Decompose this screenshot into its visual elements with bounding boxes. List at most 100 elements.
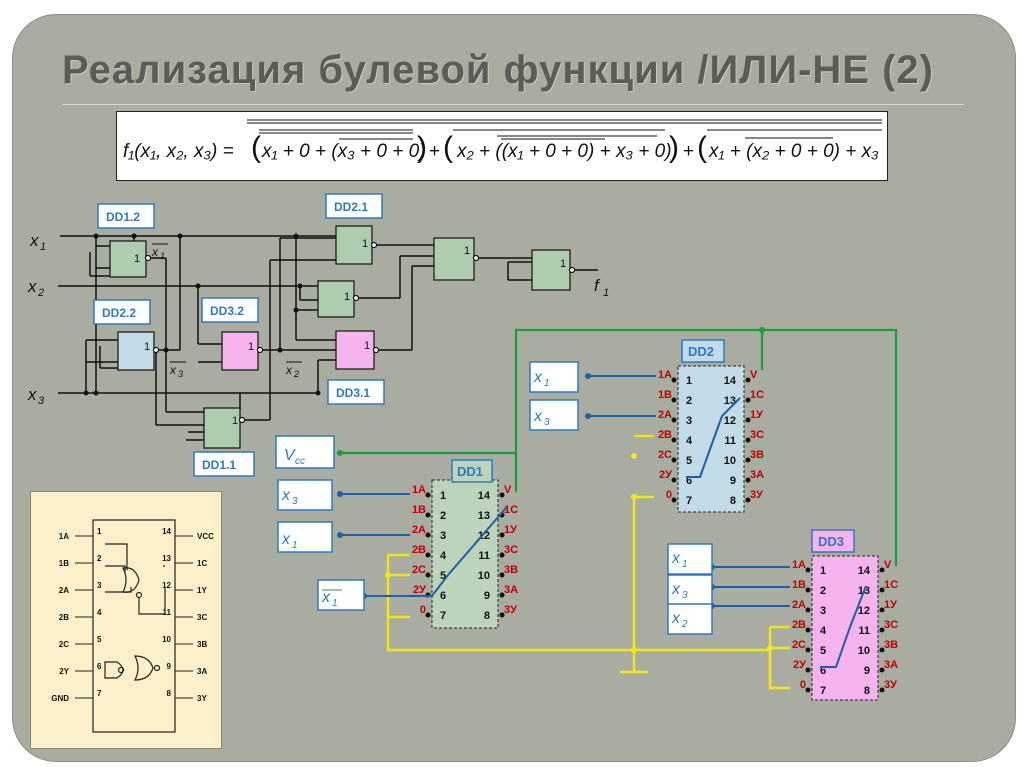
- dd2-pin-right: 1У: [750, 409, 763, 421]
- label-dd2-2: DD2.2: [102, 306, 136, 320]
- dd1-pin-left: 2A: [412, 524, 426, 536]
- pinout-right-num: 13: [162, 554, 171, 563]
- label-dd3-1: DD3.1: [336, 386, 370, 400]
- dd1-pin-dot: [499, 592, 505, 598]
- pinout-right-label: 3B: [197, 640, 207, 649]
- logic-wires: [58, 235, 598, 441]
- gate-or-final-2-bubble: [568, 266, 576, 274]
- dd1-pin-left: 2B: [412, 544, 426, 556]
- pinout-right-label: VCC: [197, 532, 214, 541]
- dd3-pin-right: 3C: [884, 619, 898, 631]
- dd3-x1-sub: 1: [682, 559, 688, 570]
- dd3-pin-left: 2B: [792, 619, 806, 631]
- pinout-left-label: 2B: [59, 613, 69, 622]
- dd1-pin-num-right: 12: [478, 530, 490, 542]
- dd3-x1-label: x: [671, 550, 681, 567]
- input-x1-sub: 1: [40, 241, 46, 253]
- pinout-left-num: 1: [97, 527, 102, 536]
- dd3-pin-dot: [805, 667, 811, 673]
- dd3-pin-left: 1A: [792, 559, 806, 571]
- dd1-pin-right: 3У: [504, 604, 517, 616]
- dd2-pin-dot: [745, 377, 751, 383]
- dd3-pin-left: 1B: [792, 579, 806, 591]
- dd1-pin-right: 3C: [504, 544, 518, 556]
- label-not-x2: x: [285, 363, 293, 377]
- dd3-pin-num-right: 10: [858, 645, 870, 657]
- dd3-pin-right: 1C: [884, 579, 898, 591]
- pinout-right-label: 1Y: [197, 586, 207, 595]
- pinout-left-label: 2Y: [59, 667, 69, 676]
- dd2-pin-dot: [671, 437, 677, 443]
- dd3-pin-left: 0: [800, 679, 806, 691]
- dd1-pin-dot: [499, 532, 505, 538]
- formula-term1: x₁ + 0 + (x₃ + 0 + 0): [261, 141, 426, 162]
- gate-dd3-1-symbol: 1: [364, 340, 370, 352]
- gate-dd1-1: [203, 407, 241, 449]
- gate-or-final-1-symbol: 1: [464, 245, 470, 257]
- dd2-pin-dot: [671, 397, 677, 403]
- signal-lines: [340, 375, 867, 668]
- output-f1-sub: 1: [603, 287, 609, 299]
- dd3-pin-dot: [879, 587, 885, 593]
- dd2-pin-num-right: 14: [724, 375, 737, 387]
- pinout-right-num: 11: [163, 608, 172, 617]
- dd3-pin-right: 3B: [884, 639, 898, 651]
- dd3-pin-left: 2У: [793, 659, 806, 671]
- input-x1: x: [29, 231, 39, 250]
- dd3-pin-num-right: 12: [858, 605, 870, 617]
- dd3-pin-left: 2C: [792, 639, 806, 651]
- dd1-nx1-sub: 1: [332, 598, 338, 609]
- gate-dd2-2-bubble: [152, 346, 160, 354]
- dd1-pin-num-left: 2: [440, 510, 446, 522]
- formula-op2: +: [683, 141, 694, 162]
- gate-labels: DD1.2 DD2.1 DD2.2 DD3.2 DD3.1 DD1.1: [93, 193, 385, 477]
- formula-svg: f₁(x₁, x₂, x₃) = ( x₁ + 0 + (x₃ + 0 + 0)…: [123, 119, 882, 164]
- gate-dd3-1: [335, 330, 375, 370]
- dd2-pin-left: 0: [666, 489, 672, 501]
- pinout-left-label: GND: [51, 694, 69, 703]
- dd2-pin-num-right: 8: [730, 495, 736, 507]
- paren-close-2: ): [669, 131, 679, 164]
- pinout-left-num: 7: [97, 689, 102, 698]
- dd1-x1-sub: 1: [292, 540, 298, 551]
- dd1-pin-num-right: 9: [484, 590, 490, 602]
- dd2-pin-left: 1B: [658, 389, 672, 401]
- paren-open-3: (: [697, 131, 707, 164]
- dd2-pin-right: 3B: [750, 449, 764, 461]
- dd3-pin-dot: [879, 627, 885, 633]
- chip-dd2-name: DD2: [688, 344, 714, 359]
- dd2-pin-left: 2B: [658, 429, 672, 441]
- dd2-pin-right: 1C: [750, 389, 764, 401]
- dd1-pin-num-left: 1: [440, 490, 446, 502]
- dd3-x3-label: x: [671, 581, 681, 598]
- dd1-pin-num-left: 3: [440, 530, 446, 542]
- dd3-pin-num-right: 14: [858, 565, 871, 577]
- dd2-pin-num-right: 12: [724, 415, 736, 427]
- dd3-pin-right: 1У: [884, 599, 897, 611]
- dd1-pin-right: 1У: [504, 524, 517, 536]
- pinout-right-num: 12: [162, 581, 171, 590]
- dd3-x2-sub: 2: [681, 619, 688, 630]
- dd3-pin-dot: [805, 587, 811, 593]
- chip-dd3: [811, 555, 879, 701]
- dd1-pin-num-left: 4: [440, 550, 447, 562]
- dd3-pin-dot: [805, 647, 811, 653]
- dd1-pin-num-right: 14: [478, 490, 491, 502]
- overlines: [247, 119, 882, 140]
- gate-dd2-2-symbol: 1: [144, 341, 150, 353]
- dd3-pin-num-left: 3: [820, 605, 826, 617]
- pinout-left-num: 5: [97, 635, 102, 644]
- chip-dd2: [677, 365, 745, 513]
- vcc-box: [275, 435, 335, 469]
- dd2-pin-num-left: 1: [686, 375, 692, 387]
- label-not-x3: x: [169, 363, 177, 377]
- dd1-pin-dot: [425, 492, 431, 498]
- dd3-pin-dot: [879, 667, 885, 673]
- formula-term2: x₂ + ((x₁ + 0 + 0) + x₃ + 0): [456, 141, 672, 162]
- dd3-pin-num-left: 2: [820, 585, 826, 597]
- dd1-pin-num-right: 10: [478, 570, 490, 582]
- chip-dd3-name: DD3: [818, 534, 844, 549]
